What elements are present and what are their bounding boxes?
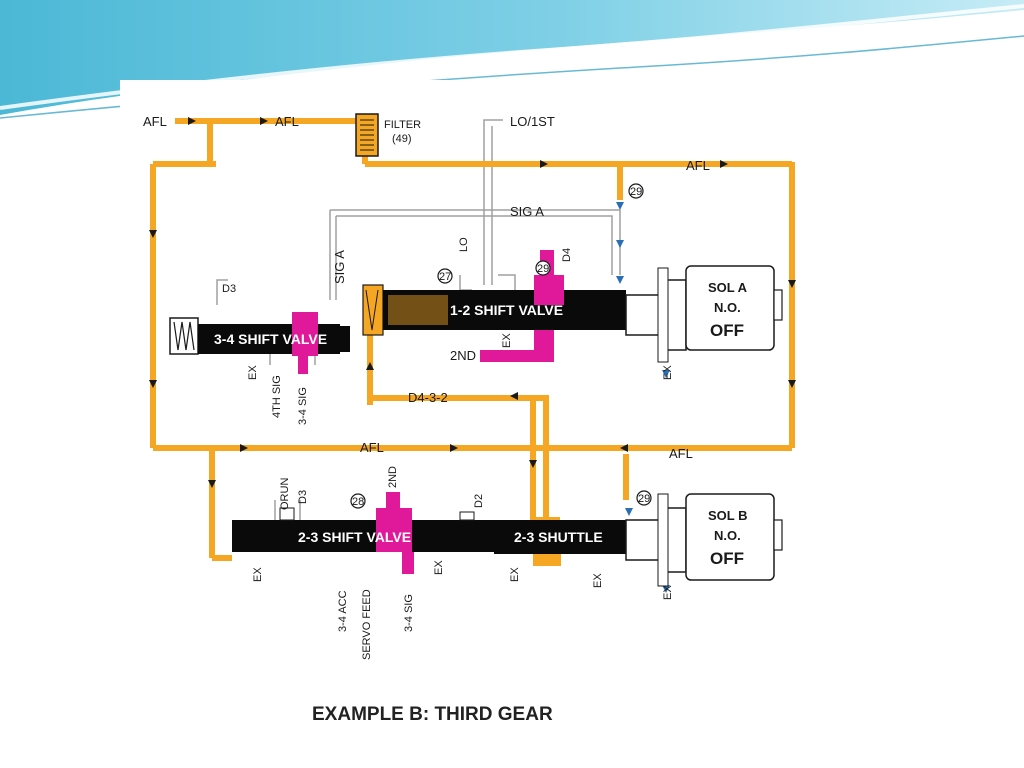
second-label-1: 2ND: [450, 348, 476, 363]
lo-1st-label: LO/1ST: [510, 114, 555, 129]
solenoid-a-assembly: [625, 265, 783, 363]
afl-label-3: AFL: [686, 158, 710, 173]
filter-number-label: (49): [392, 133, 412, 145]
solenoid-b-assembly: [625, 493, 783, 587]
filter-49: [355, 113, 379, 157]
afl-arrows: [149, 117, 796, 488]
valve-2-3-shuttle: [494, 520, 626, 566]
d2-label: D2: [473, 494, 485, 508]
d3-label-top: D3: [222, 283, 236, 295]
valve-2-3: [232, 492, 494, 574]
sol-b-type: N.O.: [714, 528, 741, 543]
ex-label-2-3-left: EX: [252, 567, 264, 582]
d3-label-bottom: D3: [297, 490, 309, 504]
orifice-29-bottom-label: 29: [638, 493, 650, 505]
ex-label-sol-b: EX: [662, 585, 674, 600]
valve-1-2-label: 1-2 SHIFT VALVE: [450, 302, 563, 318]
valve-3-4: [169, 312, 350, 374]
valve-2-3-label: 2-3 SHIFT VALVE: [298, 529, 411, 545]
hydraulic-circuit: AFL AFL AFL AFL AFL FILTER (49) LO/1ST S…: [143, 113, 796, 725]
d4-label: D4: [561, 248, 573, 262]
valve-1-2: [362, 250, 626, 362]
orifice-27-label: 27: [439, 271, 451, 283]
d4-3-2-label: D4-3-2: [408, 390, 448, 405]
afl-label-4: AFL: [360, 440, 384, 455]
afl-label-2: AFL: [275, 114, 299, 129]
afl-label-1: AFL: [143, 114, 167, 129]
orifice-29-top-label: 29: [630, 186, 642, 198]
valve-3-4-label: 3-4 SHIFT VALVE: [214, 331, 327, 347]
fourth-sig-label: 4TH SIG: [271, 375, 283, 418]
shuttle-label: 2-3 SHUTTLE: [514, 529, 603, 545]
servo-feed-label: SERVO FEED: [361, 589, 373, 660]
ex-label-shuttle-2: EX: [592, 573, 604, 588]
sol-b-state: OFF: [710, 549, 744, 568]
sig-3-4-label-bottom: 3-4 SIG: [403, 594, 415, 632]
orifice-28-label: 28: [352, 496, 364, 508]
orifice-29-mid-label: 29: [537, 263, 549, 275]
ex-label-sol-a: EX: [662, 365, 674, 380]
afl-label-5: AFL: [669, 446, 693, 461]
second-label-2: 2ND: [387, 466, 399, 488]
orifice-markers: [350, 183, 652, 509]
filter-name-label: FILTER: [384, 119, 421, 131]
ex-label-1-2: EX: [501, 333, 513, 348]
sol-a-type: N.O.: [714, 300, 741, 315]
ex-label-shuttle: EX: [509, 567, 521, 582]
wave-band: [0, 0, 1024, 115]
sig-3-4-label-top: 3-4 SIG: [297, 387, 309, 425]
sig-a-label-vertical: SIG A: [332, 250, 347, 284]
sol-a-name: SOL A: [708, 280, 748, 295]
hydraulic-diagram: AFL AFL AFL AFL AFL FILTER (49) LO/1ST S…: [120, 80, 808, 725]
ex-label-2-3-mid: EX: [433, 560, 445, 575]
ex-label-3-4: EX: [247, 365, 259, 380]
acc-3-4-label: 3-4 ACC: [337, 590, 349, 632]
orun-label: ORUN: [279, 478, 291, 510]
diagram-caption: EXAMPLE B: THIRD GEAR: [312, 704, 553, 725]
lo-label: LO: [458, 237, 470, 252]
sig-a-label-horizontal: SIG A: [510, 204, 544, 219]
sol-a-state: OFF: [710, 321, 744, 340]
sol-b-name: SOL B: [708, 508, 748, 523]
